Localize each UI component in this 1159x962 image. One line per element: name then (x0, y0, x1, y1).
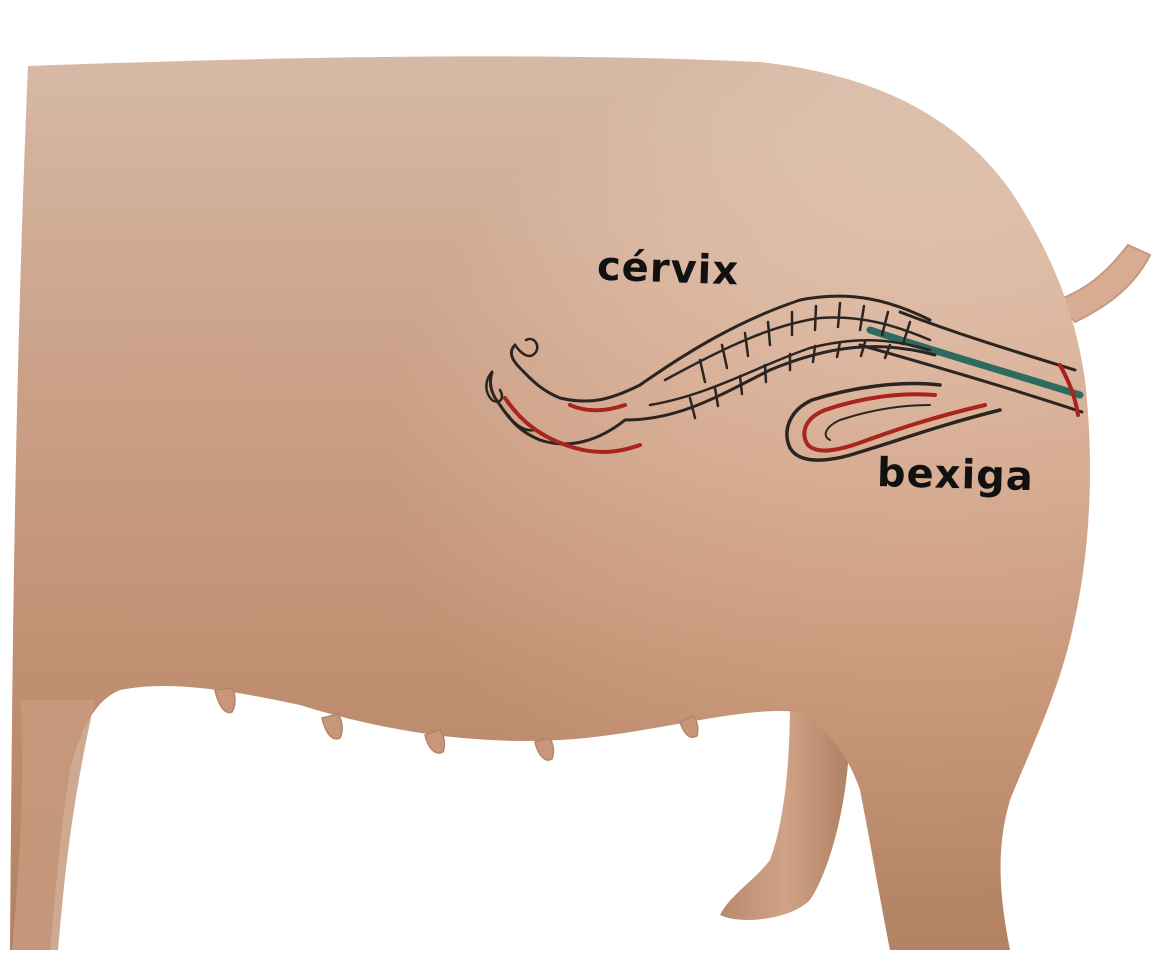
front-leg (12, 700, 95, 950)
label-cervix: cérvix (596, 244, 740, 295)
rump-shading (10, 56, 1090, 950)
label-bexiga: bexiga (876, 450, 1034, 500)
tail-shape (1058, 245, 1150, 322)
